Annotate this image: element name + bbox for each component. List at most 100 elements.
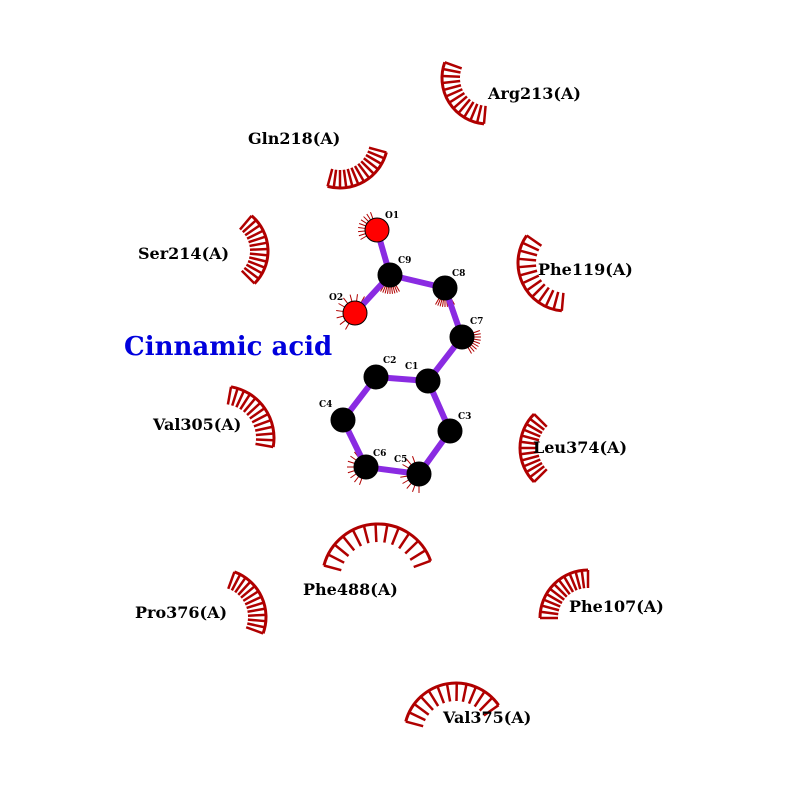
atom-C8: [432, 275, 458, 301]
residue-arc-tick: [237, 580, 252, 596]
atom-hash-tick: [370, 211, 374, 219]
residue-arc-tick: [342, 169, 348, 188]
atom-label: O1: [385, 211, 399, 221]
residue-label: Val305(A): [152, 415, 241, 434]
residue-arc-tick: [249, 241, 268, 248]
residue-arc-tick: [332, 169, 338, 188]
residue-arc-tick: [243, 266, 260, 280]
atom-C2: [363, 364, 389, 390]
residue-arc-tick: [521, 434, 540, 442]
atom-hash-tick: [435, 298, 440, 305]
atom-hash-tick: [336, 315, 344, 319]
residue-arc-tick: [482, 105, 487, 124]
atom-hash-tick: [358, 227, 366, 229]
atom-hash-tick: [406, 482, 412, 489]
residue-arc-tick: [255, 432, 274, 437]
residue-arc-tick: [452, 95, 468, 110]
residue-arc-tick: [350, 167, 360, 185]
residue-arc-tick: [249, 247, 269, 252]
residue-arc-tick: [574, 571, 582, 590]
atom-label: O2: [329, 293, 343, 303]
atom-hash-tick: [339, 319, 346, 325]
residue-arc-tick: [231, 388, 239, 406]
residue-arc-tick: [419, 695, 434, 711]
residue-arc: [538, 568, 590, 620]
residue-arc-curve: [404, 681, 500, 722]
residue-arc-tick: [240, 269, 256, 285]
residue-arc-tick: [245, 263, 263, 275]
residue-arc-tick: [247, 622, 266, 629]
atom-hash-tick: [345, 323, 350, 330]
atom-hash-tick: [473, 340, 481, 344]
residue-arc-tick: [543, 598, 561, 608]
atom-hash-tick: [437, 298, 441, 306]
atom-hash-tick: [358, 233, 366, 237]
residue-arc-tick: [246, 229, 264, 240]
residue-arc-tick: [413, 702, 430, 716]
residue-arc-tick: [245, 626, 264, 635]
residue-arc-tick: [248, 256, 268, 263]
residue-label: Arg213(A): [487, 84, 581, 103]
residue-arc-tick: [521, 454, 540, 462]
atom-hash-tick: [338, 303, 345, 308]
atom-hash-tick: [350, 473, 357, 479]
residue-label: Phe107(A): [569, 597, 664, 616]
residue-arc-tick: [351, 529, 363, 547]
residue-arc-tick: [357, 163, 371, 179]
residue-arc-tick: [442, 79, 461, 85]
residue-arc-tick: [234, 576, 247, 594]
atom-hash-tick: [360, 235, 367, 240]
atom-hash-tick: [392, 286, 396, 294]
atom-hash-tick: [356, 294, 358, 302]
residue-arc: [227, 570, 268, 635]
residue-arc-tick: [255, 442, 274, 449]
residue-arc-tick: [540, 610, 559, 616]
residue-arc-tick: [413, 559, 432, 569]
residue-arc-tick: [251, 412, 269, 424]
residue-arc-tick: [409, 549, 427, 561]
residue-arc: [440, 61, 487, 126]
residue-arc-tick: [475, 104, 483, 123]
residue-arc-tick: [249, 407, 266, 420]
atom-hash-tick: [439, 299, 443, 307]
residue-arc-tick: [521, 274, 540, 285]
residue-arc-tick: [383, 524, 389, 543]
residue-arc-tick: [239, 214, 253, 231]
residue-arc-tick: [247, 259, 266, 269]
atom-hash-tick: [412, 485, 416, 493]
residue-arc-tick: [519, 249, 538, 257]
residue-arc-tick: [448, 91, 466, 104]
residue-arc-tick: [529, 465, 545, 479]
atom-label: C2: [383, 356, 396, 366]
residue-arc: [404, 681, 500, 728]
residue-arc-tick: [518, 257, 537, 262]
atom-hash-tick: [391, 286, 393, 294]
residue-arc-tick: [580, 570, 586, 589]
residue-arc-tick: [427, 690, 440, 707]
atom-label: C9: [398, 256, 411, 266]
residue-arc-tick: [248, 235, 267, 244]
residue-arc-tick: [467, 686, 478, 705]
residue-arc-tick: [230, 573, 242, 591]
atom-hash-tick: [358, 230, 366, 233]
atom-hash-tick: [336, 310, 344, 312]
atom-hash-tick: [360, 219, 368, 224]
atom-contact-hash: [467, 330, 481, 354]
residue-arc-tick: [525, 422, 543, 435]
atom-hash-tick: [470, 344, 477, 350]
residue-arc-tick: [478, 696, 494, 712]
residue-arc-tick: [341, 535, 356, 552]
atom-hash-tick: [347, 460, 355, 464]
residue-arc-tick: [326, 168, 334, 187]
residue-arc: [326, 146, 388, 190]
atom-label: C1: [405, 362, 418, 372]
atom-hash-tick: [384, 286, 388, 294]
residue-arc-tick: [533, 413, 548, 428]
atom-hash-tick: [343, 297, 349, 304]
atom-C6: [353, 454, 379, 480]
residue-arc-tick: [483, 704, 500, 717]
atom-hash-tick: [400, 475, 408, 478]
atom-hash-tick: [394, 285, 398, 293]
atom-hash-tick: [472, 342, 479, 347]
